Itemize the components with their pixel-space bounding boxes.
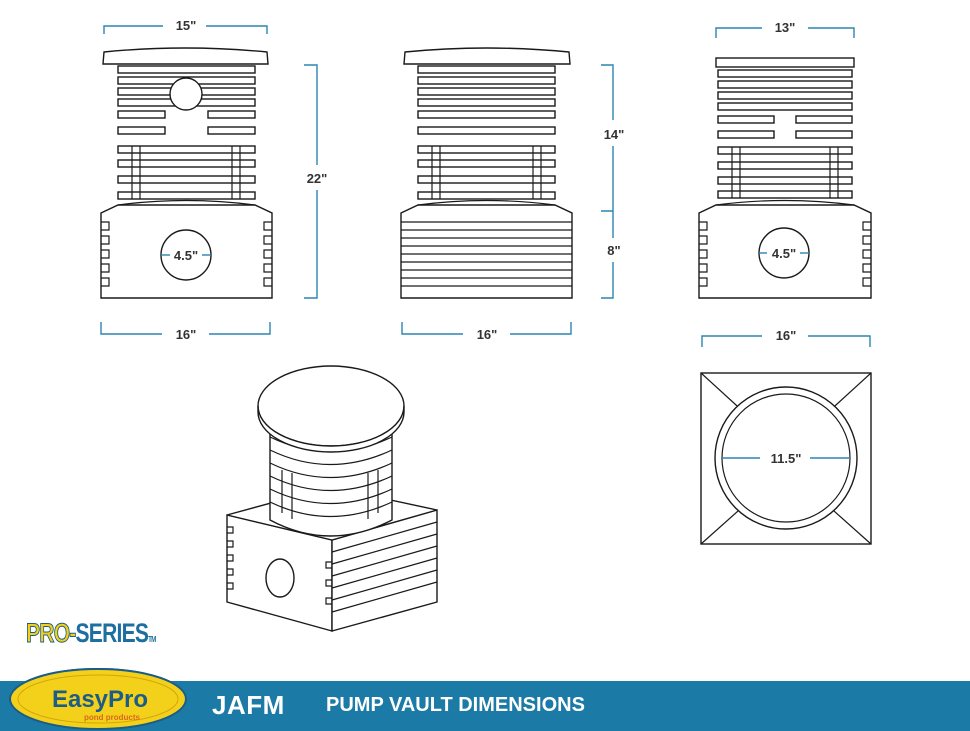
pro-series-series: SERIES <box>75 618 149 648</box>
page-title: PUMP VAULT DIMENSIONS <box>326 694 585 716</box>
model-name: JAFM <box>212 690 285 720</box>
footer-logo-subtext: pond products <box>84 713 141 722</box>
dim-side-lower-height: 8" <box>607 243 620 258</box>
pro-series-tm: TM <box>148 635 156 644</box>
dim-front-height: 22" <box>307 171 328 186</box>
dim-top-width: 16" <box>776 328 797 343</box>
footer-logo-text: EasyPro <box>52 686 148 713</box>
logo-overlay: EasyPro pond products <box>9 668 187 730</box>
dim-front-base-width: 16" <box>176 327 197 342</box>
dim-top-opening: 11.5" <box>771 451 802 466</box>
top-view: 16" 11.5" <box>700 328 872 545</box>
back-view: 13" 4.5" <box>698 20 872 299</box>
dim-front-lid-width: 15" <box>176 18 197 33</box>
dim-side-base-width: 16" <box>477 327 498 342</box>
side-view: 14" 8" 16" <box>400 47 625 342</box>
dim-back-top-width: 13" <box>775 20 796 35</box>
pro-series-pro: PRO- <box>26 618 77 649</box>
pro-series-logo: PRO-SERIESTM <box>26 618 157 649</box>
isometric-view <box>226 365 438 632</box>
front-view: 15" 4.5" 22" 16" <box>100 18 328 342</box>
dim-side-upper-height: 14" <box>604 127 625 142</box>
dim-front-hole: 4.5" <box>174 248 198 263</box>
dim-back-hole: 4.5" <box>772 246 796 261</box>
